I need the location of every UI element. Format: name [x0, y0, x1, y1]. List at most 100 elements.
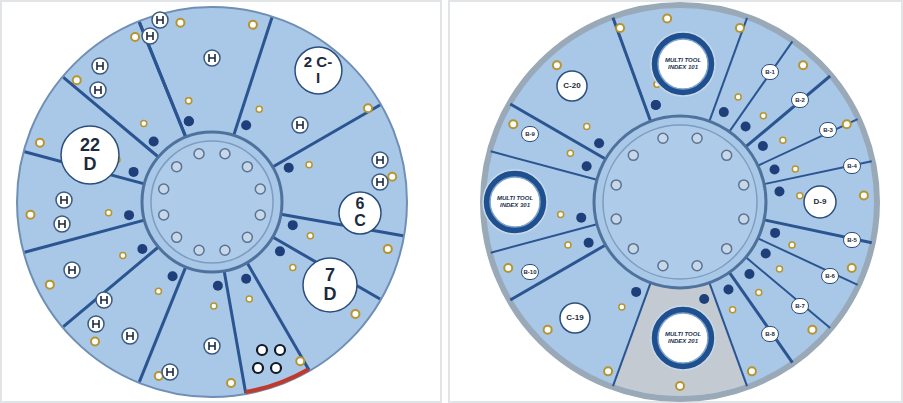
- tool-icon: [92, 58, 108, 74]
- station-label: C-20: [559, 82, 585, 90]
- tool-index-label: MULTI TOOL INDEX 201: [663, 331, 703, 345]
- hub-bolt: [658, 261, 668, 271]
- dowel-dot: [184, 116, 194, 126]
- station-tag: B-10: [521, 264, 539, 280]
- hub-bolt: [628, 150, 638, 160]
- hub: [142, 132, 282, 272]
- tool-icon: [162, 364, 178, 380]
- sector-divider: [247, 263, 309, 370]
- sector-divider: [613, 283, 651, 386]
- dowel-dot: [770, 164, 780, 174]
- station-label: 22 D: [75, 136, 105, 174]
- dowel-dot: [741, 122, 751, 132]
- sector-divider: [729, 41, 792, 131]
- tool-icon: [204, 338, 220, 354]
- locating-hole: [808, 326, 816, 334]
- dowel-dot: [137, 244, 147, 254]
- hub-bolt: [722, 244, 732, 254]
- sector-divider: [729, 272, 792, 362]
- locating-hole: [748, 367, 756, 375]
- sector-divider: [139, 22, 185, 137]
- station-label: 7 D: [318, 266, 342, 304]
- dowel-dot: [213, 281, 223, 291]
- sector-divider: [613, 18, 651, 121]
- pin-hole: [306, 162, 312, 168]
- locating-hole: [364, 104, 372, 112]
- dowel-dot: [241, 120, 251, 130]
- hub-bolt: [159, 184, 169, 194]
- tool-icon: [56, 192, 72, 208]
- hub-bolt: [220, 149, 230, 159]
- dowel-dot: [149, 137, 159, 147]
- hub-bolt: [242, 162, 252, 172]
- dowel-dot: [129, 167, 139, 177]
- clamp-ring: [253, 363, 263, 373]
- tool-icon: [152, 12, 168, 28]
- station-circle: 22 D: [60, 125, 120, 185]
- hub-bolt: [739, 180, 749, 190]
- sector-divider: [234, 17, 272, 135]
- station-tag: B-8: [761, 326, 779, 342]
- dowel-dot: [758, 141, 768, 151]
- pin-hole: [307, 233, 313, 239]
- locating-hole: [46, 281, 54, 289]
- pin-hole: [735, 94, 741, 100]
- dowel-dot: [770, 228, 780, 238]
- locating-hole: [296, 357, 304, 365]
- dowel-dot: [651, 100, 661, 110]
- locating-hole: [504, 264, 512, 272]
- sector-divider: [273, 105, 380, 167]
- dowel-dot: [699, 294, 709, 304]
- tool-icon: [64, 262, 80, 278]
- pin-hole: [792, 166, 798, 172]
- dowel-dot: [184, 116, 194, 126]
- plate-disc: [17, 7, 407, 397]
- pin-hole: [780, 137, 786, 143]
- left-plate: [17, 7, 407, 397]
- station-label: 2 C-I: [302, 54, 334, 86]
- locating-hole: [860, 192, 868, 200]
- sector-divider: [510, 245, 605, 300]
- locating-hole: [843, 120, 851, 128]
- locating-hole: [676, 382, 684, 390]
- sector-divider: [758, 119, 858, 165]
- hub-bolt: [628, 244, 638, 254]
- pin-hole: [584, 123, 590, 129]
- pin-hole: [186, 98, 192, 104]
- hub-bolt: [242, 232, 252, 242]
- plate-disc: [483, 5, 877, 399]
- locating-hole: [73, 76, 81, 84]
- dowel-dot: [723, 284, 733, 294]
- pin-hole: [619, 304, 625, 310]
- station-circle: 2 C-I: [294, 46, 343, 95]
- sector-divider: [613, 18, 651, 121]
- locating-hole: [663, 14, 671, 22]
- locating-hole: [131, 33, 139, 41]
- sector-divider: [63, 247, 158, 327]
- station-circle: 6 C: [338, 191, 382, 235]
- tool-icon: [142, 28, 158, 44]
- locating-hole: [736, 24, 744, 32]
- hub-bolt: [172, 232, 182, 242]
- hub-bolt: [611, 214, 621, 224]
- dowel-dot: [576, 213, 586, 223]
- pin-hole: [290, 264, 296, 270]
- hub-inner: [603, 125, 757, 279]
- right-panel: [449, 1, 902, 402]
- tool-icon: [90, 82, 106, 98]
- station-label: C-19: [562, 314, 588, 322]
- hub-bolt: [692, 133, 702, 143]
- pin-hole: [760, 113, 766, 119]
- locating-hole: [384, 245, 392, 253]
- locating-hole: [799, 61, 807, 69]
- sector-divider: [25, 220, 145, 252]
- locating-hole: [249, 21, 257, 29]
- hub-bolt: [692, 261, 702, 271]
- locating-hole: [509, 120, 517, 128]
- sector-divider: [510, 104, 605, 159]
- tool-index-label: MULTI TOOL INDEX 101: [663, 57, 703, 71]
- locating-hole: [351, 310, 359, 318]
- station-tag: B-3: [819, 122, 837, 138]
- dowel-dot: [584, 238, 594, 248]
- tool-index-circle: MULTI TOOL INDEX 301: [482, 169, 548, 235]
